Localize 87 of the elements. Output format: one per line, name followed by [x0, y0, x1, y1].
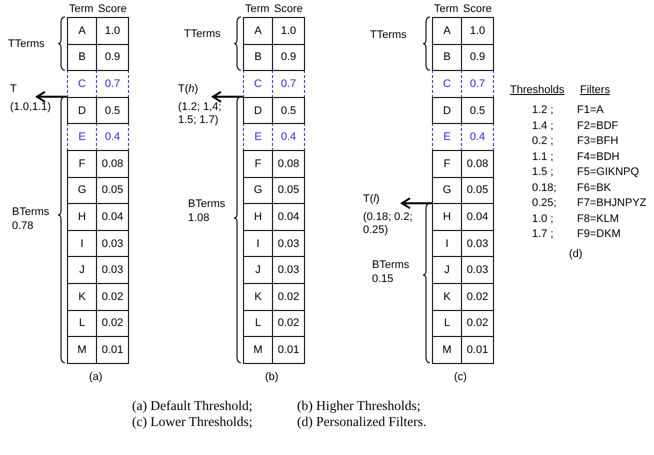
score-cell: 0.01 — [96, 336, 129, 364]
term-cell: F — [243, 150, 273, 178]
column-header: Score — [274, 3, 303, 16]
term-cell: G — [432, 176, 462, 204]
score-cell: 0.7 — [96, 70, 129, 98]
term-cell: B — [243, 44, 273, 72]
column-header: Score — [463, 3, 492, 16]
filter-entry: F5=GIKNPQ — [577, 166, 640, 179]
score-cell: 0.9 — [272, 44, 305, 72]
score-cell: 1.0 — [272, 17, 305, 45]
bracket-label: BTerms — [12, 206, 50, 219]
term-cell: C — [67, 70, 97, 98]
threshold-value: 1.4 ; — [532, 120, 554, 132]
filter-entry: F7=BHJNPYZ — [577, 197, 646, 210]
column-header: Term — [434, 3, 458, 16]
bracket-value: 1.08 — [188, 212, 210, 225]
column-header: Score — [98, 3, 127, 16]
score-cell: 1.0 — [461, 17, 494, 45]
column-header: Thresholds — [510, 84, 564, 97]
threshold-values: (1.0,1.1) — [10, 101, 52, 114]
bracket-label: TTerms — [184, 28, 221, 41]
threshold-value: 0.18; — [532, 182, 556, 194]
panel-label: (c) — [454, 371, 467, 384]
score-cell: 0.08 — [96, 150, 129, 178]
score-cell: 0.9 — [96, 44, 129, 72]
score-cell: 0.08 — [272, 150, 305, 178]
threshold-value: 0.25; — [532, 197, 556, 210]
column-header: Term — [69, 3, 94, 16]
bracket-value: 0.78 — [12, 220, 34, 233]
term-cell: B — [67, 44, 97, 72]
bracket-value: 0.15 — [372, 273, 394, 286]
filter-entry: F3=BFH — [577, 135, 618, 148]
threshold-label: T — [10, 83, 17, 96]
filter-entry: F2=BDF — [577, 120, 618, 132]
term-cell: M — [243, 336, 273, 364]
term-cell: A — [432, 17, 462, 45]
score-cell: 0.08 — [461, 150, 494, 178]
filter-entry: F4=BDH — [577, 150, 620, 164]
term-cell: H — [432, 203, 462, 231]
term-cell: F — [67, 150, 97, 178]
score-cell: 0.9 — [461, 44, 494, 72]
term-cell: M — [67, 336, 97, 364]
bracket-label: TTerms — [8, 38, 45, 51]
subfigure-caption: (b) Higher Thresholds; — [297, 398, 420, 413]
term-cell: D — [67, 96, 97, 124]
term-cell: A — [67, 17, 97, 45]
score-cell: 0.7 — [272, 70, 305, 98]
threshold-value: 1.5 ; — [532, 166, 554, 179]
term-cell: F — [432, 150, 462, 178]
term-cell: D — [432, 96, 462, 124]
subfigure-caption: (d) Personalized Filters. — [297, 414, 426, 429]
score-cell: 0.04 — [461, 203, 494, 231]
threshold-value: 0.2 ; — [532, 135, 554, 148]
column-header: Filters — [580, 84, 610, 97]
score-cell: 1.0 — [96, 17, 129, 45]
term-cell: C — [243, 70, 273, 98]
term-cell: D — [243, 96, 273, 124]
threshold-value: 1.7 ; — [532, 228, 554, 241]
subfigure-caption: (a) Default Threshold; — [132, 398, 252, 413]
threshold-value: 1.1 ; — [532, 150, 554, 164]
term-cell: A — [243, 17, 273, 45]
threshold-label: T(l) — [363, 193, 380, 206]
threshold-values: (1.2; 1,4; 1.5; 1.7) — [178, 101, 222, 127]
filter-entry: F6=BK — [577, 182, 611, 194]
score-cell: 0.5 — [272, 96, 305, 124]
threshold-values: (0.18; 0.2; 0.25) — [363, 211, 414, 237]
column-header: Term — [245, 3, 270, 16]
bracket-label: TTerms — [370, 29, 407, 42]
filter-entry: F9=DKM — [577, 228, 621, 241]
threshold-label: T(h) — [178, 83, 198, 96]
panel-label: (b) — [265, 371, 278, 384]
term-cell: M — [432, 336, 462, 364]
score-cell: 0.5 — [96, 96, 129, 124]
threshold-value: 1.0 ; — [532, 212, 554, 226]
panel-label: (d) — [569, 248, 582, 261]
subfigure-caption: (c) Lower Thresholds; — [132, 414, 252, 429]
score-cell: 0.01 — [272, 336, 305, 364]
score-cell: 0.5 — [461, 96, 494, 124]
bracket-label: BTerms — [372, 259, 410, 272]
threshold-value: 1.2 ; — [532, 104, 554, 117]
score-cell: 0.01 — [461, 336, 494, 364]
bracket-label: BTerms — [188, 198, 226, 211]
term-cell: B — [432, 44, 462, 72]
filter-entry: F1=A — [577, 104, 604, 117]
panel-label: (a) — [89, 371, 102, 384]
score-cell: 0.05 — [461, 176, 494, 204]
filter-entry: F8=KLM — [577, 212, 619, 226]
